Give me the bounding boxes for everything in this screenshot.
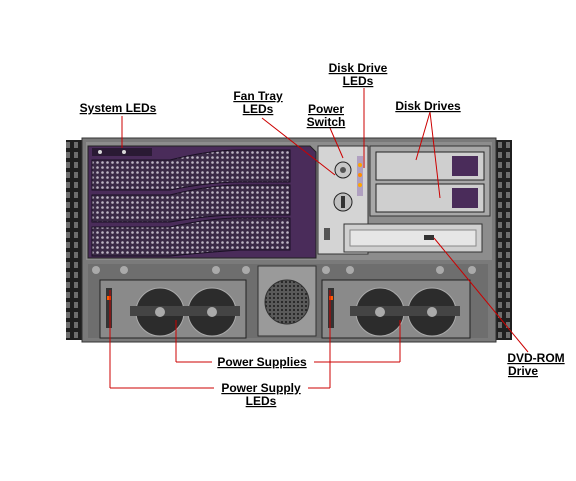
power-supply-2[interactable]: [321, 279, 471, 339]
label-power-switch-line2: Switch: [307, 115, 346, 129]
label-power-supplies: Power Supplies: [217, 355, 307, 369]
label-power-switch-line1: Power: [308, 102, 344, 116]
power-supply-1[interactable]: [99, 279, 247, 339]
small-switch[interactable]: [324, 228, 330, 240]
screws: [92, 266, 476, 274]
label-power-supply-leds-line1: Power Supply: [221, 381, 301, 395]
leader-lines: [109, 88, 529, 389]
label-fan-tray-leds-line1: Fan Tray: [233, 89, 283, 103]
label-fan-tray-leds-line2: LEDs: [243, 102, 274, 116]
dvd-rom-drive[interactable]: [343, 223, 483, 253]
power-supply-led-2: [329, 296, 333, 300]
disk-drive-bay: [369, 145, 491, 217]
label-system-leds: System LEDs: [80, 101, 157, 115]
label-dvd-rom-line1: DVD-ROM: [507, 351, 564, 365]
label-disk-drives: Disk Drives: [395, 99, 461, 113]
front-bezel: [87, 145, 317, 259]
label-dvd-rom-line2: Drive: [508, 364, 538, 378]
label-disk-drive-leds-line2: LEDs: [343, 74, 374, 88]
power-supply-led-1: [107, 296, 111, 300]
center-fan-grille: [257, 265, 317, 337]
label-power-supply-leds-line2: LEDs: [246, 394, 277, 408]
label-disk-drive-leds-line1: Disk Drive: [329, 61, 388, 75]
